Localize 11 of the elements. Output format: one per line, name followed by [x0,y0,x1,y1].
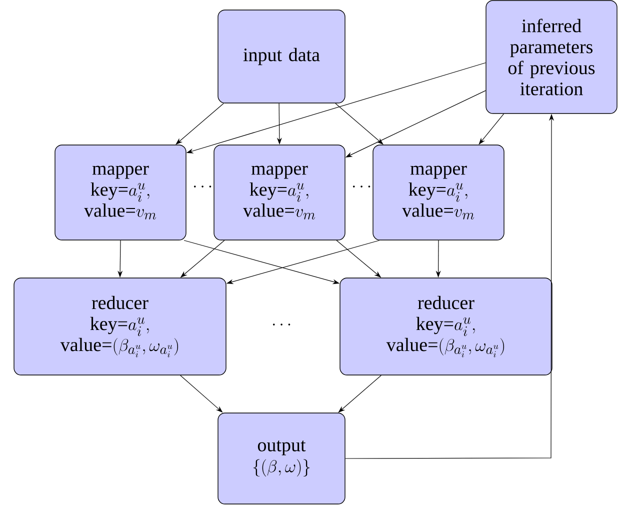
process-box: reducer $\text{key=}a^u_i,$ $\text{value=}(\beta_{a^u_i},\omega_{a^u_i})$ [14,278,226,376]
process-box: input data [218,10,346,104]
process-box: mapper $\text{key=}a^u_i,$ $\text{value=}v_m$ [214,144,346,240]
ellipsis: $\cdots$ [272,324,290,326]
ellipsis: $\cdots$ [194,186,212,188]
process-box: output $\{(\beta,\omega)\}$ [218,412,346,504]
process-box: inferred parameters of previous iteration [486,0,618,114]
process-box: mapper $\text{key=}a^u_i,$ $\text{value=}v_m$ [372,144,504,240]
process-box: reducer $\text{key=}a^u_i,$ $\text{value=}(\beta_{a^u_i},\omega_{a^u_i})$ [340,278,552,376]
process-box: mapper $\text{key=}a^u_i,$ $\text{value=}v_m$ [54,144,186,240]
ellipsis: $\cdots$ [352,186,370,188]
